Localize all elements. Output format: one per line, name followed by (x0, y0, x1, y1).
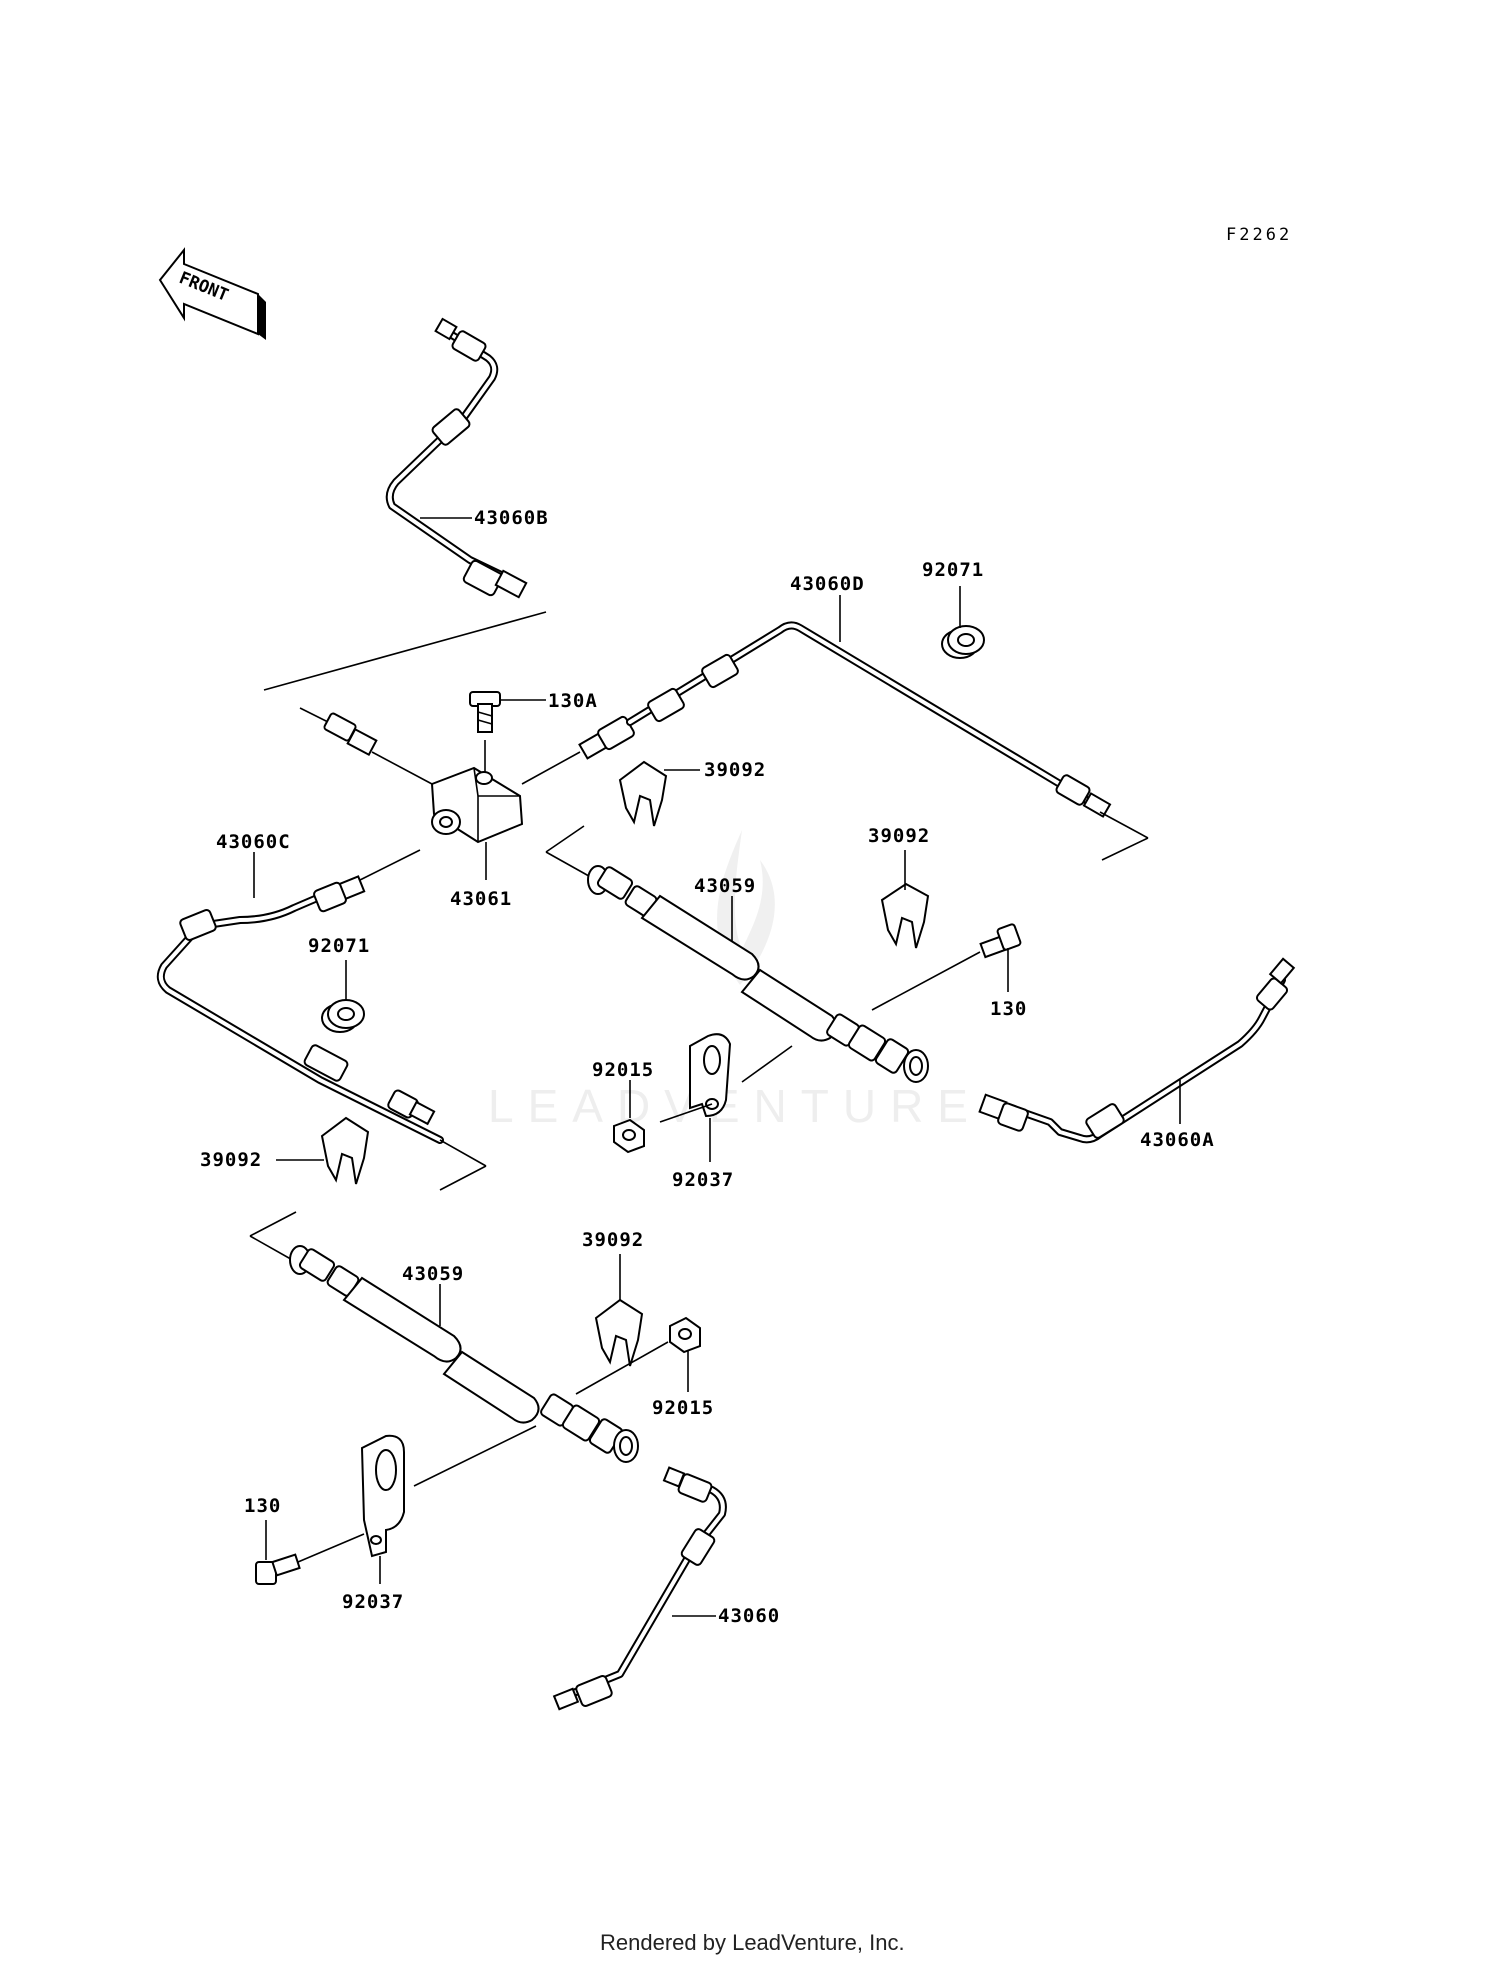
watermark-text: LEADVENTURE (488, 1080, 982, 1132)
label-130a: 130A (548, 690, 598, 712)
nut-92015-low (669, 1316, 701, 1354)
label-43059-lower: 43059 (402, 1263, 464, 1285)
label-39092-a: 39092 (704, 759, 766, 781)
label-92071-top: 92071 (922, 559, 984, 581)
bracket-92037-mid (659, 1033, 732, 1123)
junction-block-43061 (430, 766, 524, 844)
bolt-130a (469, 691, 501, 772)
label-39092-d: 39092 (582, 1229, 644, 1251)
front-arrow-icon: FRONT (158, 247, 266, 340)
grommet-92071-top (941, 625, 985, 659)
label-92071-left: 92071 (308, 935, 370, 957)
label-43060c: 43060C (216, 831, 291, 853)
diagram-code: F2262 (1226, 225, 1292, 245)
brake-hose-43059-lower (289, 1245, 639, 1463)
bolt-130-left (255, 1533, 365, 1585)
label-92015-low: 92015 (652, 1397, 714, 1419)
nut-92015-mid (613, 1118, 645, 1154)
label-92037-mid: 92037 (672, 1169, 734, 1191)
brake-pipe-43060 (552, 1466, 727, 1711)
label-43061: 43061 (450, 888, 512, 910)
clip-39092-b (880, 882, 930, 949)
grommet-92071-left (321, 999, 365, 1033)
label-39092-c: 39092 (200, 1149, 262, 1171)
label-92015-mid: 92015 (592, 1059, 654, 1081)
label-92037-low: 92037 (342, 1591, 404, 1613)
fitting-left-upper (299, 707, 433, 785)
clip-39092-d (594, 1298, 644, 1367)
brake-pipe-43060a (978, 957, 1296, 1144)
label-130-right: 130 (990, 998, 1027, 1020)
label-39092-b: 39092 (868, 825, 930, 847)
label-43060b: 43060B (474, 507, 549, 529)
label-43059-upper: 43059 (694, 875, 756, 897)
brake-hose-43059-upper (587, 865, 929, 1083)
footer-credit: Rendered by LeadVenture, Inc. (600, 1930, 905, 1955)
label-43060a: 43060A (1140, 1129, 1215, 1151)
label-130-left: 130 (244, 1495, 281, 1517)
clip-39092-a (618, 760, 668, 827)
clip-39092-c (320, 1116, 370, 1185)
bolt-130-right (871, 923, 1022, 1011)
brake-pipe-43060b (385, 317, 528, 599)
label-43060d: 43060D (790, 573, 865, 595)
label-43060: 43060 (718, 1605, 780, 1627)
brake-pipe-43060d (521, 621, 1112, 818)
bracket-92037-low (360, 1434, 405, 1558)
brake-pipe-43060c (156, 875, 444, 1144)
